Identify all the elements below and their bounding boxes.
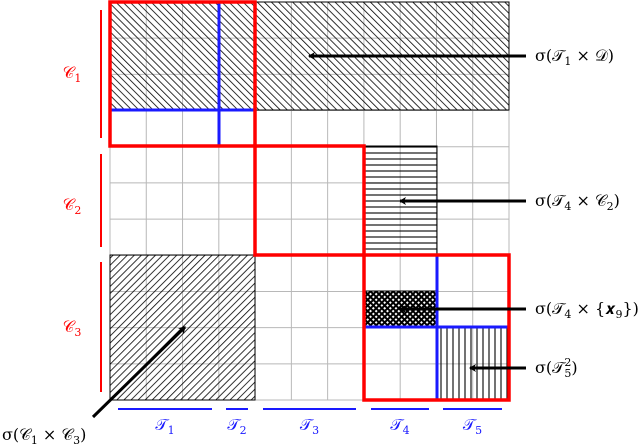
C1-block xyxy=(108,0,257,148)
task-label-T3: 𝒯3 xyxy=(300,415,319,437)
cluster-label-C2: 𝒞2 xyxy=(63,195,82,217)
sigma-T1-x-D-label: σ(𝒯1 × 𝒟) xyxy=(535,46,614,68)
cluster-blocks xyxy=(108,0,511,402)
cluster-label-C1: 𝒞1 xyxy=(63,63,82,85)
task-label-T4: 𝒯4 xyxy=(390,415,409,437)
sigma-T5-squared-region xyxy=(436,326,510,401)
cluster-label-C3: 𝒞3 xyxy=(63,317,82,339)
task-label-T1: 𝒯1 xyxy=(155,415,174,437)
sigma-T4-x-x9-label: σ(𝒯4 × {𝒙9}) xyxy=(535,299,639,321)
sigma-T4-x-C2-label: σ(𝒯4 × 𝒞2) xyxy=(535,191,620,213)
task-label-T5: 𝒯5 xyxy=(463,415,482,437)
C3-block xyxy=(362,253,511,402)
sigma-C1-x-C3-arrow xyxy=(91,325,187,419)
task-label-T2: 𝒯2 xyxy=(227,415,246,437)
sigma-C1-x-C3-label: σ(𝒞1 × 𝒞3) xyxy=(2,425,86,446)
task-split-lines xyxy=(110,2,509,400)
column-task-labels: 𝒯1 𝒯2 𝒯3 𝒯4 𝒯5 xyxy=(118,408,502,437)
C2-block xyxy=(253,144,366,257)
